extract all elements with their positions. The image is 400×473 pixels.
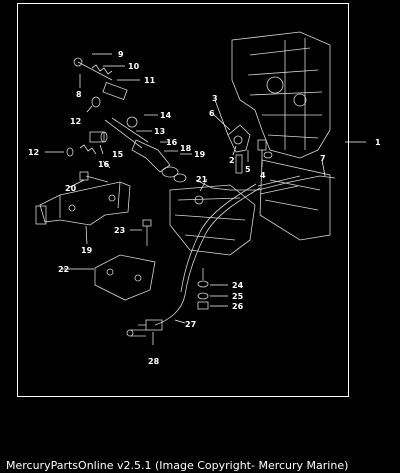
callout-27: 26 bbox=[232, 302, 244, 311]
callout-15: 15 bbox=[112, 150, 124, 159]
callout-17: 16 bbox=[166, 138, 178, 147]
callout-20: 19 bbox=[81, 246, 93, 255]
callout-13: 13 bbox=[154, 127, 165, 136]
callout-4: 4 bbox=[260, 171, 266, 180]
callout-12b: 12 bbox=[28, 148, 39, 157]
callout-7: 7 bbox=[320, 154, 326, 163]
rod-end-drawing bbox=[73, 57, 128, 108]
engine-block-drawing bbox=[169, 31, 331, 256]
bracket-drawing bbox=[35, 181, 131, 226]
callout-3: 3 bbox=[212, 94, 218, 103]
callout-14: 14 bbox=[160, 111, 172, 120]
mounting-bolt-drawing bbox=[142, 219, 152, 246]
callout-2: 2 bbox=[229, 156, 235, 165]
callout-26: 25 bbox=[232, 292, 244, 301]
callout-24: 23 bbox=[114, 226, 125, 235]
callout-29: 28 bbox=[148, 357, 160, 366]
callout-12a: 12 bbox=[70, 117, 81, 126]
callout-8: 8 bbox=[76, 90, 82, 99]
bolt-drawing bbox=[79, 171, 109, 183]
callout-22: 21 bbox=[196, 175, 208, 184]
bushing-drawing bbox=[66, 116, 149, 157]
callout-11: 11 bbox=[144, 76, 156, 85]
callout-5: 5 bbox=[245, 165, 251, 174]
shift-cable-drawing bbox=[154, 187, 261, 326]
callout-21: 20 bbox=[65, 184, 77, 193]
callout-28: 27 bbox=[185, 320, 196, 329]
callout-23: 22 bbox=[58, 265, 69, 274]
callout-16: 16 bbox=[98, 160, 110, 169]
callout-19: 19 bbox=[194, 150, 206, 159]
mounting-plate-drawing bbox=[94, 254, 156, 301]
callout-10: 10 bbox=[128, 62, 140, 71]
throttle-cable-drawing bbox=[195, 175, 336, 191]
callout-1: 1 bbox=[375, 138, 381, 147]
shift-lever-drawing bbox=[131, 139, 204, 205]
diagram-frame bbox=[17, 3, 349, 397]
fastener-stack-drawing bbox=[197, 268, 209, 310]
callout-9: 9 bbox=[118, 50, 124, 59]
exploded-parts-diagram: 9 10 11 8 12 14 13 12 15 16 16 18 19 20 … bbox=[28, 31, 381, 366]
callout-6: 6 bbox=[209, 109, 215, 118]
copyright-caption: MercuryPartsOnline v2.5.1 (Image Copyrig… bbox=[6, 459, 349, 472]
callout-18: 18 bbox=[180, 144, 192, 153]
connector-drawing bbox=[126, 319, 163, 337]
callout-25: 24 bbox=[232, 281, 244, 290]
